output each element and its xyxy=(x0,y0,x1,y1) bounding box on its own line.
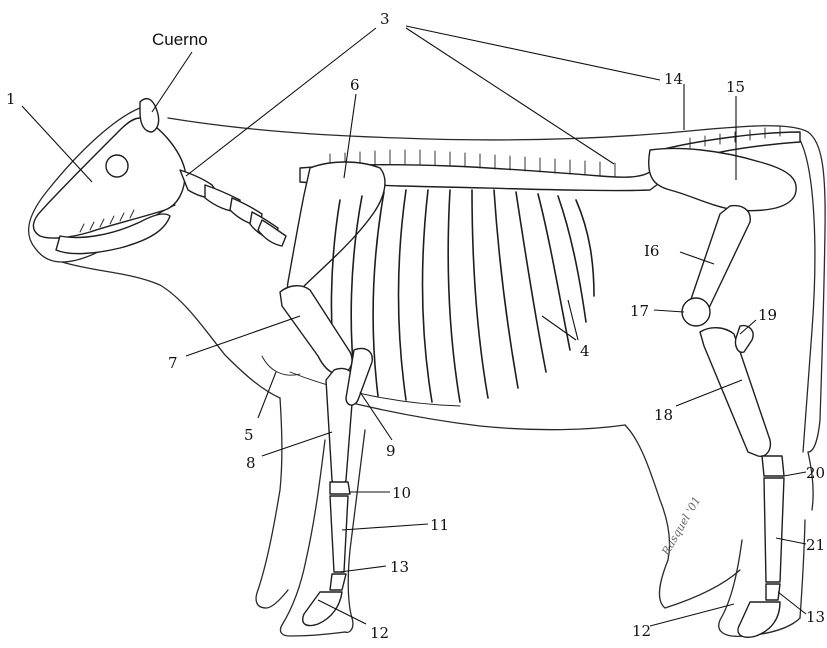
label-14: 14 xyxy=(664,70,683,88)
horn-bone xyxy=(140,99,159,132)
leader-13a xyxy=(340,566,386,572)
label-20: 20 xyxy=(806,464,825,482)
label-21: 21 xyxy=(806,536,825,554)
tail-outline xyxy=(800,140,815,510)
rib xyxy=(448,190,460,402)
rib xyxy=(373,192,384,396)
rib xyxy=(472,190,488,398)
label-13b: 13 xyxy=(806,608,825,626)
tarsus xyxy=(762,456,784,476)
flank-outline xyxy=(625,425,670,560)
artist-signature: Rasquel '01 xyxy=(659,494,703,558)
hind-leg-outline-front xyxy=(659,560,740,608)
neck-dewlap-outline xyxy=(62,262,280,398)
fetlock xyxy=(330,574,346,590)
label-19: 19 xyxy=(758,306,777,324)
sternum xyxy=(290,372,460,406)
label-3: 3 xyxy=(380,10,390,28)
leader-7 xyxy=(186,316,300,356)
label-9: 9 xyxy=(386,442,396,460)
label-6: 6 xyxy=(350,76,360,94)
label-horn: Cuerno xyxy=(152,30,208,49)
label-17: 17 xyxy=(630,302,649,320)
metatarsus xyxy=(764,478,784,582)
label-15: 15 xyxy=(726,78,745,96)
hind-fetlock xyxy=(766,584,780,600)
rib xyxy=(422,190,432,402)
leader-1 xyxy=(22,106,92,182)
femur-head-knee xyxy=(682,298,710,326)
hindlimb xyxy=(682,206,784,638)
leader-11 xyxy=(342,524,428,530)
label-18: 18 xyxy=(654,406,673,424)
rib xyxy=(516,192,546,372)
leader-8 xyxy=(262,432,332,456)
label-12a: 12 xyxy=(370,624,389,642)
leader-20 xyxy=(784,472,806,476)
front-leg-outline-rear xyxy=(256,398,288,608)
pelvis xyxy=(649,149,797,211)
pelvis-bone xyxy=(649,149,797,211)
label-13a: 13 xyxy=(390,558,409,576)
label-7: 7 xyxy=(168,354,178,372)
leader-horn xyxy=(152,52,192,112)
label-4: 4 xyxy=(580,342,590,360)
label-5: 5 xyxy=(244,426,254,444)
label-8: 8 xyxy=(246,454,256,472)
label-10: 10 xyxy=(392,484,411,502)
rib xyxy=(494,190,518,388)
metacarpus xyxy=(330,496,348,572)
sternum-tip xyxy=(262,356,300,375)
leader-17 xyxy=(654,310,684,312)
carpus xyxy=(330,482,350,494)
rib xyxy=(399,190,407,400)
forelimb xyxy=(280,286,372,626)
leader-12b xyxy=(650,604,734,626)
skull-orbit xyxy=(106,155,128,177)
label-11: 11 xyxy=(430,516,449,534)
leader-4b xyxy=(568,300,578,340)
hind-leg-outline-rear xyxy=(800,520,805,618)
leader-4a xyxy=(542,316,576,340)
cervical-vertebrae xyxy=(180,170,286,246)
humerus xyxy=(280,286,352,374)
label-12b: 12 xyxy=(632,622,651,640)
label-16: I6 xyxy=(644,242,659,260)
labels: Cuerno 1 3 14 15 6 4 7 5 9 8 10 11 13 12… xyxy=(6,10,825,642)
label-1: 1 xyxy=(6,90,16,108)
skull xyxy=(33,99,185,254)
